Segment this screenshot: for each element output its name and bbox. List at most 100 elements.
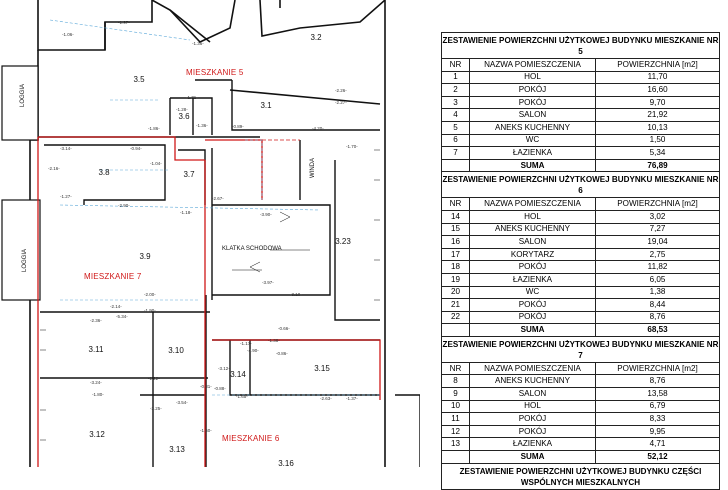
dimension-label: -1.22- [148, 376, 160, 381]
table-cell: 19 [441, 272, 470, 287]
table-cell: 12 [441, 424, 470, 439]
total-label: SUMA [469, 323, 596, 337]
table-title: ZESTAWIENIE POWIERZCHNI UŻYTKOWEJ BUDYNK… [440, 462, 721, 490]
column-header: NR [441, 197, 470, 211]
column-header: NR [441, 361, 470, 376]
dimension-label: -1.38- [268, 338, 280, 343]
table-cell: 16 [441, 235, 470, 249]
apartment-label: MIESZKANIE 7 [84, 272, 142, 281]
table-cell: 10,13 [594, 120, 721, 135]
table-cell: 3 [441, 95, 470, 110]
table-cell: 13 [441, 437, 470, 452]
area-table: ZESTAWIENIE POWIERZCHNI UŻYTKOWEJ BUDYNK… [440, 335, 721, 464]
table-cell: 11 [441, 412, 470, 426]
table-cell: SALON [469, 108, 596, 122]
floor-plan: 3.2 3.5 3.6 3.1 3.8 3.7 3.9 3.23 3.11 3.… [1, 0, 420, 467]
table-cell: HOL [469, 399, 596, 414]
table-cell: POKÓJ [469, 412, 596, 426]
dimension-label: -1.71- [186, 95, 198, 100]
table-cell: 9,70 [594, 95, 721, 110]
dimension-label: -1.37- [346, 396, 358, 401]
column-header: POWIERZCHNIA [m2] [594, 197, 721, 211]
table-cell: 4 [441, 108, 470, 122]
dimension-label: -3.25- [150, 406, 162, 411]
table-cell: SALON [469, 235, 596, 249]
dimension-label: -1.70- [346, 144, 358, 149]
dimension-label: -0.89- [232, 124, 244, 129]
dimension-label: -4.20- [312, 126, 324, 131]
table-cell: 21,92 [594, 108, 721, 122]
table-title: ZESTAWIENIE POWIERZCHNI UŻYTKOWEJ BUDYNK… [440, 335, 721, 363]
table-cell: 6 [441, 133, 470, 148]
dimension-label: -1.80- [92, 392, 104, 397]
dimension-label: -1.18- [180, 210, 192, 215]
table-cell: 7,27 [594, 222, 721, 237]
dimension-label: -5.34- [116, 314, 128, 319]
table-cell: 6,79 [594, 399, 721, 414]
lift-label: WINDA [310, 158, 316, 178]
table-title: ZESTAWIENIE POWIERZCHNI UŻYTKOWEJ BUDYNK… [440, 32, 721, 59]
dimension-label: -0.66- [278, 326, 290, 331]
dimension-label: -1.06- [62, 32, 74, 37]
table-cell: 2,75 [594, 247, 721, 262]
table-cell: POKÓJ [469, 83, 596, 97]
floor-plan-drawing: 3.2 3.5 3.6 3.1 3.8 3.7 3.9 3.23 3.11 3.… [1, 0, 420, 467]
table-cell: ŁAZIENKA [469, 437, 596, 452]
column-header: NAZWA POMIESZCZENIA [469, 361, 596, 376]
table-cell: HOL [469, 209, 596, 224]
total-value: 76,89 [594, 158, 721, 173]
column-header: NR [441, 58, 470, 72]
table-cell: 7 [441, 146, 470, 160]
table-cell: 21 [441, 298, 470, 312]
table-cell: 22 [441, 310, 470, 325]
column-header: POWIERZCHNIA [m2] [594, 58, 721, 72]
table-cell: 19,04 [594, 235, 721, 249]
dimension-label: -0.86- [276, 351, 288, 356]
table-cell: 8,76 [594, 374, 721, 389]
room-number: 3.13 [169, 445, 185, 454]
room-number: 3.14 [230, 370, 246, 379]
table-cell: 8 [441, 374, 470, 389]
table-cell: 11,70 [594, 70, 721, 85]
column-header: NAZWA POMIESZCZENIA [469, 197, 596, 211]
apartment-label: MIESZKANIE 5 [186, 68, 244, 77]
room-number: 3.8 [98, 168, 110, 177]
dimension-label: -2.14- [110, 304, 122, 309]
table-cell: WC [469, 285, 596, 300]
dimension-label: -3.12- [218, 366, 230, 371]
dimension-label: -2.00- [144, 292, 156, 297]
apartment-label: MIESZKANIE 6 [222, 434, 280, 443]
room-number: 3.11 [89, 345, 105, 354]
table-cell: 8,76 [594, 310, 721, 325]
room-number: 3.5 [133, 75, 145, 84]
table-cell: 13,58 [594, 387, 721, 401]
table-cell: 3,02 [594, 209, 721, 224]
dimension-label: -2.26- [335, 88, 347, 93]
table-cell: KORYTARZ [469, 247, 596, 262]
room-number: 3.23 [335, 237, 351, 246]
table-cell: SALON [469, 387, 596, 401]
loggia-label: LOGGIA [22, 249, 28, 272]
table-cell: 5 [441, 120, 470, 135]
table-cell: 1,38 [594, 285, 721, 300]
table-cell: 16,60 [594, 83, 721, 97]
dimension-label: -1.04- [150, 161, 162, 166]
table-cell: POKÓJ [469, 310, 596, 325]
dimension-label: -1.28- [176, 107, 188, 112]
room-number: 3.2 [310, 33, 322, 42]
table-cell: ANEKS KUCHENNY [469, 374, 596, 389]
